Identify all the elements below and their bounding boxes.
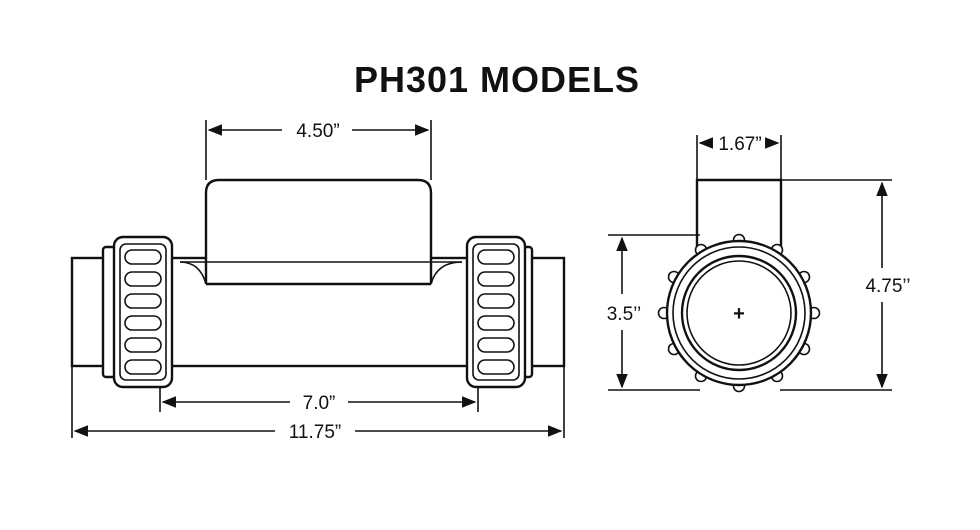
page-title: PH301 MODELS: [354, 59, 640, 100]
union-outer-ring: [665, 239, 813, 387]
end-cap: [695, 178, 783, 248]
end-view: + 1.67” 3.5’’ 4.75’’: [607, 134, 911, 393]
side-view: 4.50” 7.0” 11.75”: [70, 120, 566, 443]
right-union-nut: [465, 235, 534, 389]
center-mark: +: [733, 303, 745, 325]
left-union-nut: [101, 235, 174, 389]
dim-inner-span: 7.0”: [303, 393, 336, 414]
dim-cap-width: 1.67”: [718, 134, 761, 155]
dim-overall-height: 4.75’’: [865, 276, 910, 297]
dim-overall-length: 11.75”: [289, 422, 341, 443]
pipe-bore: [680, 254, 798, 372]
dim-union-diameter: 3.5’’: [607, 304, 642, 325]
chamber-body: [204, 178, 433, 284]
dim-chamber-width: 4.50”: [296, 121, 339, 142]
